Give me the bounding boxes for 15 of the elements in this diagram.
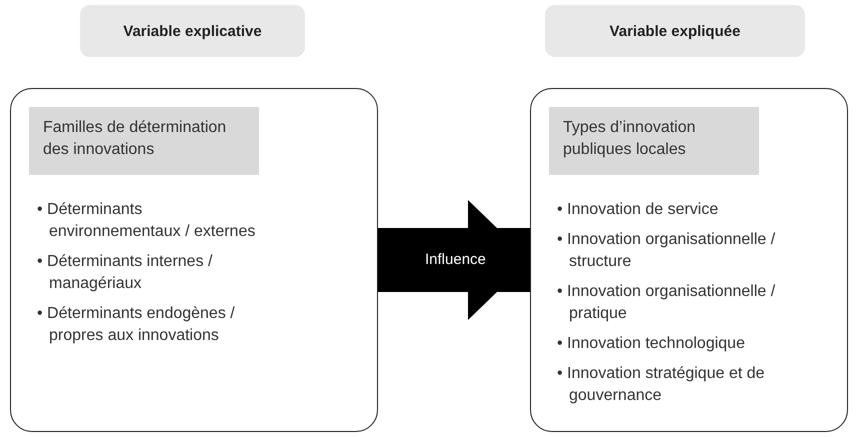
bullet-item: • Déterminants internes / managériaux: [37, 252, 214, 294]
arrow: [378, 200, 530, 320]
rounded-panel: [530, 88, 848, 432]
bullet-item: • Déterminants endogènes / propres aux innovations: [37, 304, 236, 346]
bullet-item: • Innovation stratégique et de gouvernance: [557, 364, 766, 406]
bullet-item: • Innovation organisationnelle / structure: [557, 230, 776, 272]
header-box: Variable explicative: [80, 5, 305, 57]
heading-band: Familles de détermination des innovations: [29, 107, 259, 175]
header-box: Variable expliquée: [545, 5, 805, 57]
heading-band: Types d’innovation publiques locales: [549, 107, 759, 175]
bullet-item: • Déterminants environnementaux / externes: [37, 200, 256, 242]
bullet-item: • Innovation de service: [557, 200, 720, 220]
bullet-item: • Innovation technologique: [557, 334, 746, 354]
bullet-item: • Innovation organisationnelle / pratique: [557, 282, 776, 324]
rounded-panel: [10, 88, 378, 432]
